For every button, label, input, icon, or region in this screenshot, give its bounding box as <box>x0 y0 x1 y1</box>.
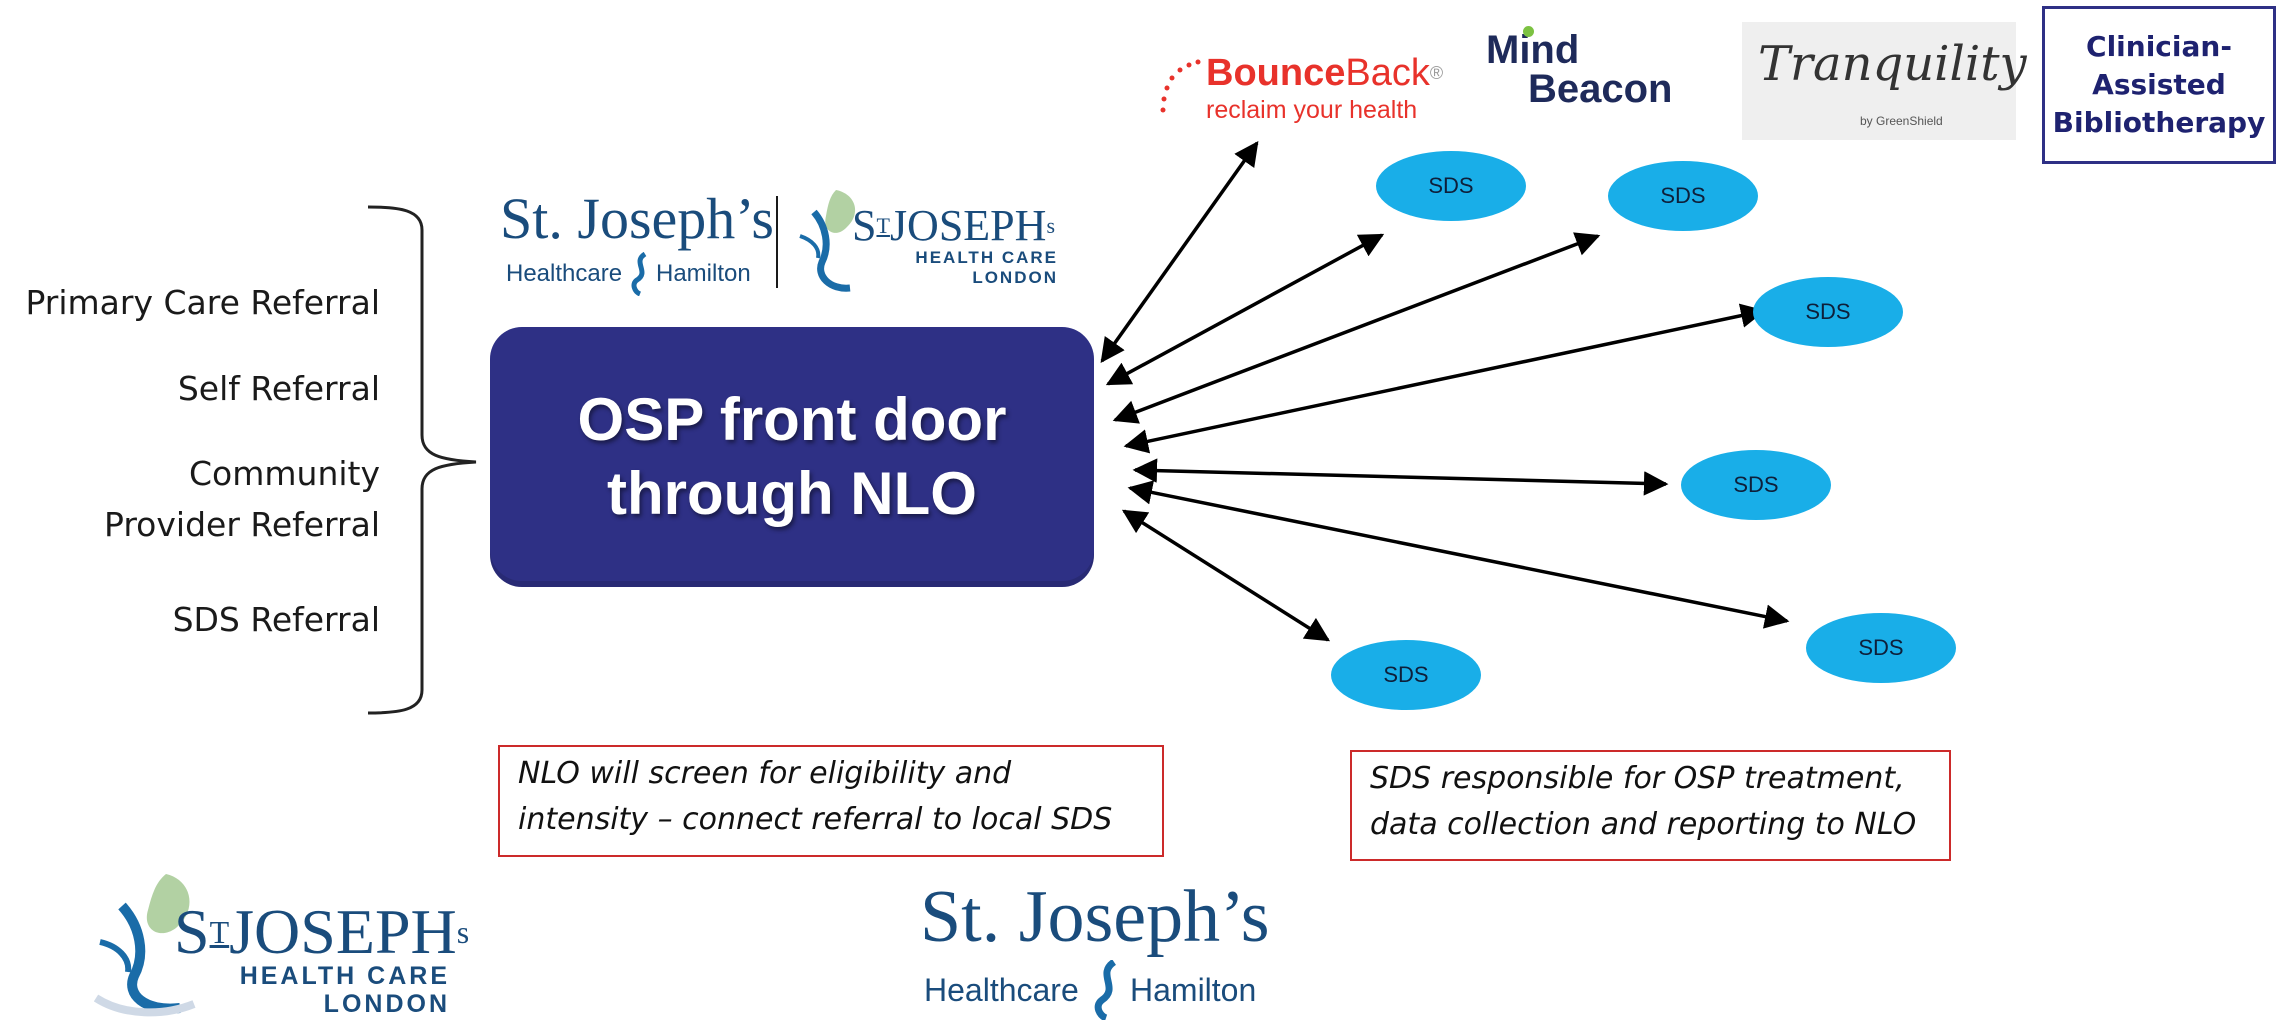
nlo-note-line2: intensity – connect referral to local SD… <box>518 802 1113 837</box>
sds-note-line2: data collection and reporting to NLO <box>1370 807 1917 842</box>
community-referral-label-line1: Community <box>189 454 380 493</box>
tranquility-byline: by GreenShield <box>1860 114 1943 128</box>
bounceback-word-bounce: Bounce <box>1206 52 1346 94</box>
sds-node: SDS <box>1376 151 1526 221</box>
sjhc-london-t: T <box>209 914 230 950</box>
nlo-note-line1: NLO will screen for eligibility and <box>518 756 1012 791</box>
bounceback-tagline: reclaim your health <box>1206 96 1418 124</box>
arrow-bounceback <box>1100 141 1259 363</box>
bounceback-registered: ® <box>1429 63 1444 83</box>
community-referral-label-line2: Provider Referral <box>104 505 380 544</box>
clinician-line2: Assisted <box>2092 68 2226 101</box>
sjhh-hamilton-logo: St. Joseph’s Healthcare Hamilton <box>920 876 1280 1021</box>
sds-referral-label: SDS Referral <box>172 600 380 639</box>
sjhc-london-s: S <box>174 896 210 967</box>
sds-responsibility-note: SDS responsible for OSP treatment, data … <box>1350 750 1951 861</box>
sjhh-bottom-name: St. Joseph’s <box>920 876 1270 958</box>
sjhh-swirl-icon <box>631 252 647 296</box>
bounceback-word-back: Back <box>1345 52 1430 94</box>
sjhc-wordmark: STJOSEPHs <box>852 204 1055 248</box>
clinician-line1: Clinician- <box>2086 30 2232 63</box>
sjhh-healthcare: Healthcare <box>506 260 623 287</box>
sjhh-bottom-swirl-icon <box>1094 960 1117 1020</box>
sjhc-london-wordmark: STJOSEPHs <box>174 900 469 964</box>
osp-front-door-label: OSP front door through NLO <box>577 386 1007 527</box>
sjhc-london-possessive: s <box>456 914 470 950</box>
st-josephs-combined-logo: St. Joseph’s Healthcare Hamilton STJOSEP… <box>500 186 1060 306</box>
sjhc-london-health-care: HEALTH CARE <box>239 962 450 990</box>
sds-node: SDS <box>1753 277 1903 347</box>
sjhc-london-city: LONDON <box>323 990 450 1018</box>
sjhc-london: LONDON <box>972 268 1058 287</box>
self-referral-label: Self Referral <box>177 369 380 408</box>
sjhc-london-joseph: JOSEPH <box>229 896 457 967</box>
logo-divider <box>776 196 778 288</box>
tranquility-logo: Tranquility by GreenShield <box>1742 22 2027 140</box>
arrow-sds-1 <box>1105 233 1385 386</box>
bounceback-dots-icon <box>1160 59 1201 113</box>
sjhc-health-care: HEALTH CARE <box>915 248 1058 267</box>
sds-node: SDS <box>1608 161 1758 231</box>
sjhc-leaf-icon <box>799 190 856 292</box>
osp-front-door-box: OSP front door through NLO <box>490 327 1094 587</box>
sjhh-hamilton: Hamilton <box>656 260 751 287</box>
sjhh-bottom-hamilton: Hamilton <box>1130 972 1257 1008</box>
sjhc-joseph: JOSEPH <box>889 201 1047 250</box>
arrow-sds-5 <box>1127 480 1790 629</box>
mindbeacon-dot-icon <box>1523 26 1534 37</box>
sjhc-london-leaf-icon <box>94 874 196 1017</box>
sjhc-possessive: s <box>1046 213 1055 238</box>
referral-brace <box>367 205 477 715</box>
mindbeacon-word-beacon: Beacon <box>1528 67 1673 111</box>
sds-node: SDS <box>1331 640 1481 710</box>
sjhh-name: St. Joseph’s <box>500 186 774 251</box>
arrow-sds-4 <box>1132 458 1669 496</box>
referral-sources: Primary Care Referral Self Referral Comm… <box>0 0 380 1021</box>
sjhc-s: S <box>852 201 877 250</box>
sds-node: SDS <box>1681 450 1831 520</box>
nlo-screening-note: NLO will screen for eligibility and inte… <box>498 745 1164 857</box>
sds-note-line1: SDS responsible for OSP treatment, <box>1370 761 1905 796</box>
sjhc-t: T <box>876 213 890 238</box>
mindbeacon-word-mind: Mind <box>1486 28 1580 72</box>
mindbeacon-logo: Mind Beacon <box>1486 24 1696 119</box>
arrow-sds-3 <box>1123 303 1766 454</box>
arrow-sds-2 <box>1112 232 1601 424</box>
sjhc-london-logo: STJOSEPHs HEALTH CARE LONDON <box>94 870 469 1018</box>
bounceback-logo: BounceBack® reclaim your health <box>1156 48 1476 128</box>
sjhh-bottom-healthcare: Healthcare <box>924 972 1079 1008</box>
sds-node: SDS <box>1806 613 1956 683</box>
clinician-line3: Bibliotherapy <box>2052 106 2266 139</box>
arrow-sds-6 <box>1121 509 1331 642</box>
primary-care-referral-label: Primary Care Referral <box>25 283 380 322</box>
tranquility-wordmark: Tranquility <box>1758 36 2027 92</box>
clinician-assisted-bibliotherapy-box: Clinician- Assisted Bibliotherapy <box>2042 6 2276 164</box>
